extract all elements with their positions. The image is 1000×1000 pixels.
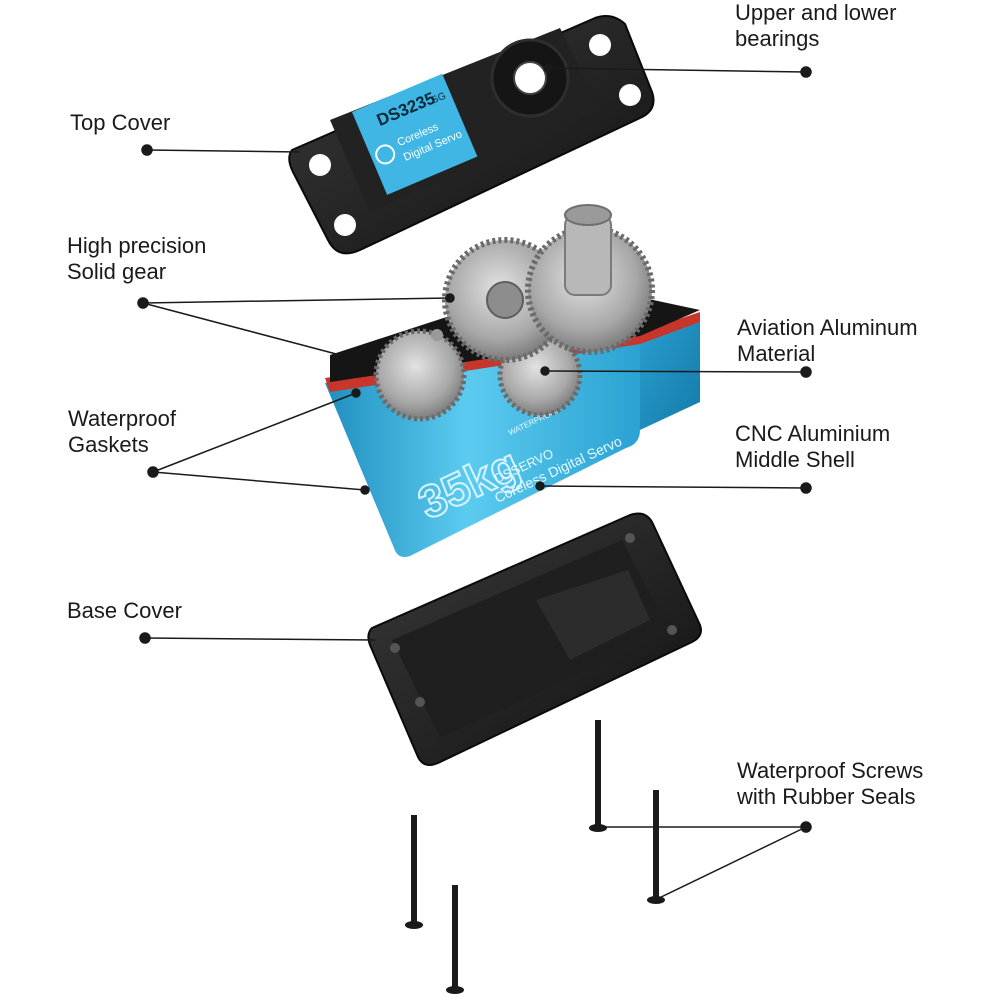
waterproof-screws [405,720,665,994]
callout-middle-shell: CNC Aluminium Middle Shell [735,421,891,472]
callout-solid-gear: High precision Solid gear [67,233,207,284]
screw-1 [595,720,601,828]
callout-aluminum-material: Aviation Aluminum Material [737,315,918,366]
screw-3 [411,815,417,925]
callout-screws: Waterproof Screws with Rubber Seals [737,758,924,809]
callout-bearings: Upper and lower bearings [735,0,897,51]
gear-train [373,204,655,422]
leader-lines [137,63,812,901]
callout-gaskets: Waterproof Gaskets [68,406,177,457]
top-cover: DS3235 SG Coreless Digital Servo [288,15,655,255]
screw-2 [653,790,659,900]
top-model-suffix: SG [430,91,448,107]
callout-base-cover: Base Cover [67,598,182,623]
base-cover [367,512,702,766]
callout-top-cover: Top Cover [70,110,171,135]
screw-4 [452,885,458,990]
